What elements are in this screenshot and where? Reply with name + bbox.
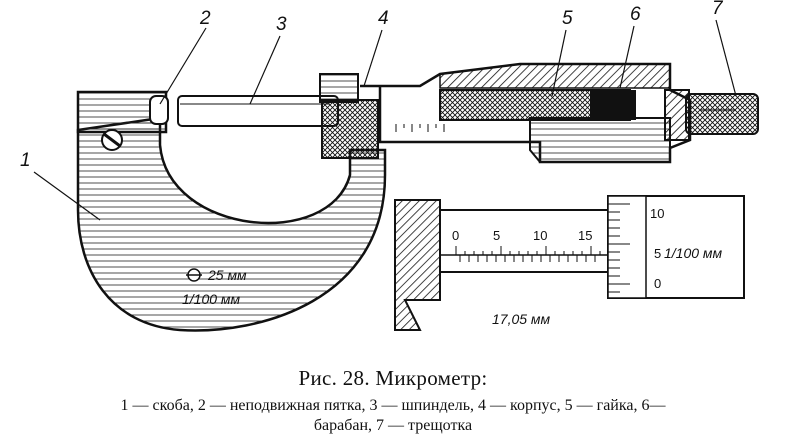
scale-detail: 0 5 10 15 10 5 0 1/100 мм 17,05 мм (394, 195, 745, 331)
sleeve-label-10: 10 (533, 228, 547, 243)
callout-5: 5 (562, 8, 573, 29)
callout-2: 2 (199, 8, 211, 29)
legend-line-2: барабан, 7 — трещотка (313, 417, 473, 434)
callout-6: 6 (630, 4, 641, 25)
sleeve-ticks (395, 124, 445, 132)
callouts: 1 2 3 4 5 6 7 (20, 0, 737, 221)
sleeve-label-15: 15 (578, 228, 592, 243)
thimble-label-5: 5 (654, 246, 661, 261)
ratchet (685, 93, 759, 135)
figure-caption-legend: 1 — скоба, 2 — неподвижная пятка, 3 — шп… (0, 396, 786, 436)
anvil (149, 95, 169, 125)
thimble-label-0: 0 (654, 276, 661, 291)
figure-caption-title: Рис. 28. Микрометр: (298, 366, 488, 390)
spindle (177, 95, 339, 127)
thimble (529, 117, 671, 163)
callout-7: 7 (712, 0, 724, 19)
legend-line-1: 1 — скоба, 2 — неподвижная пятка, 3 — шп… (120, 397, 666, 414)
sleeve-label-0: 0 (452, 228, 459, 243)
thimble-label-10: 10 (650, 206, 664, 221)
sleeve-label-5: 5 (493, 228, 500, 243)
callout-3: 3 (276, 14, 287, 35)
callout-4: 4 (378, 8, 389, 29)
lock-ring (321, 99, 379, 159)
frame (76, 116, 387, 332)
micrometer-drawing: 1 2 3 4 5 6 7 25 мм 1/100 мм (20, 0, 759, 332)
callout-1: 1 (20, 150, 31, 171)
frame-labels: 25 мм 1/100 мм (182, 267, 247, 307)
anvil-resolution: 1/100 мм (182, 291, 241, 307)
anvil-size: 25 мм (207, 267, 247, 283)
thimble-unit: 1/100 мм (664, 245, 723, 261)
reading-value: 17,05 мм (492, 311, 551, 327)
lock-nut (319, 73, 359, 103)
